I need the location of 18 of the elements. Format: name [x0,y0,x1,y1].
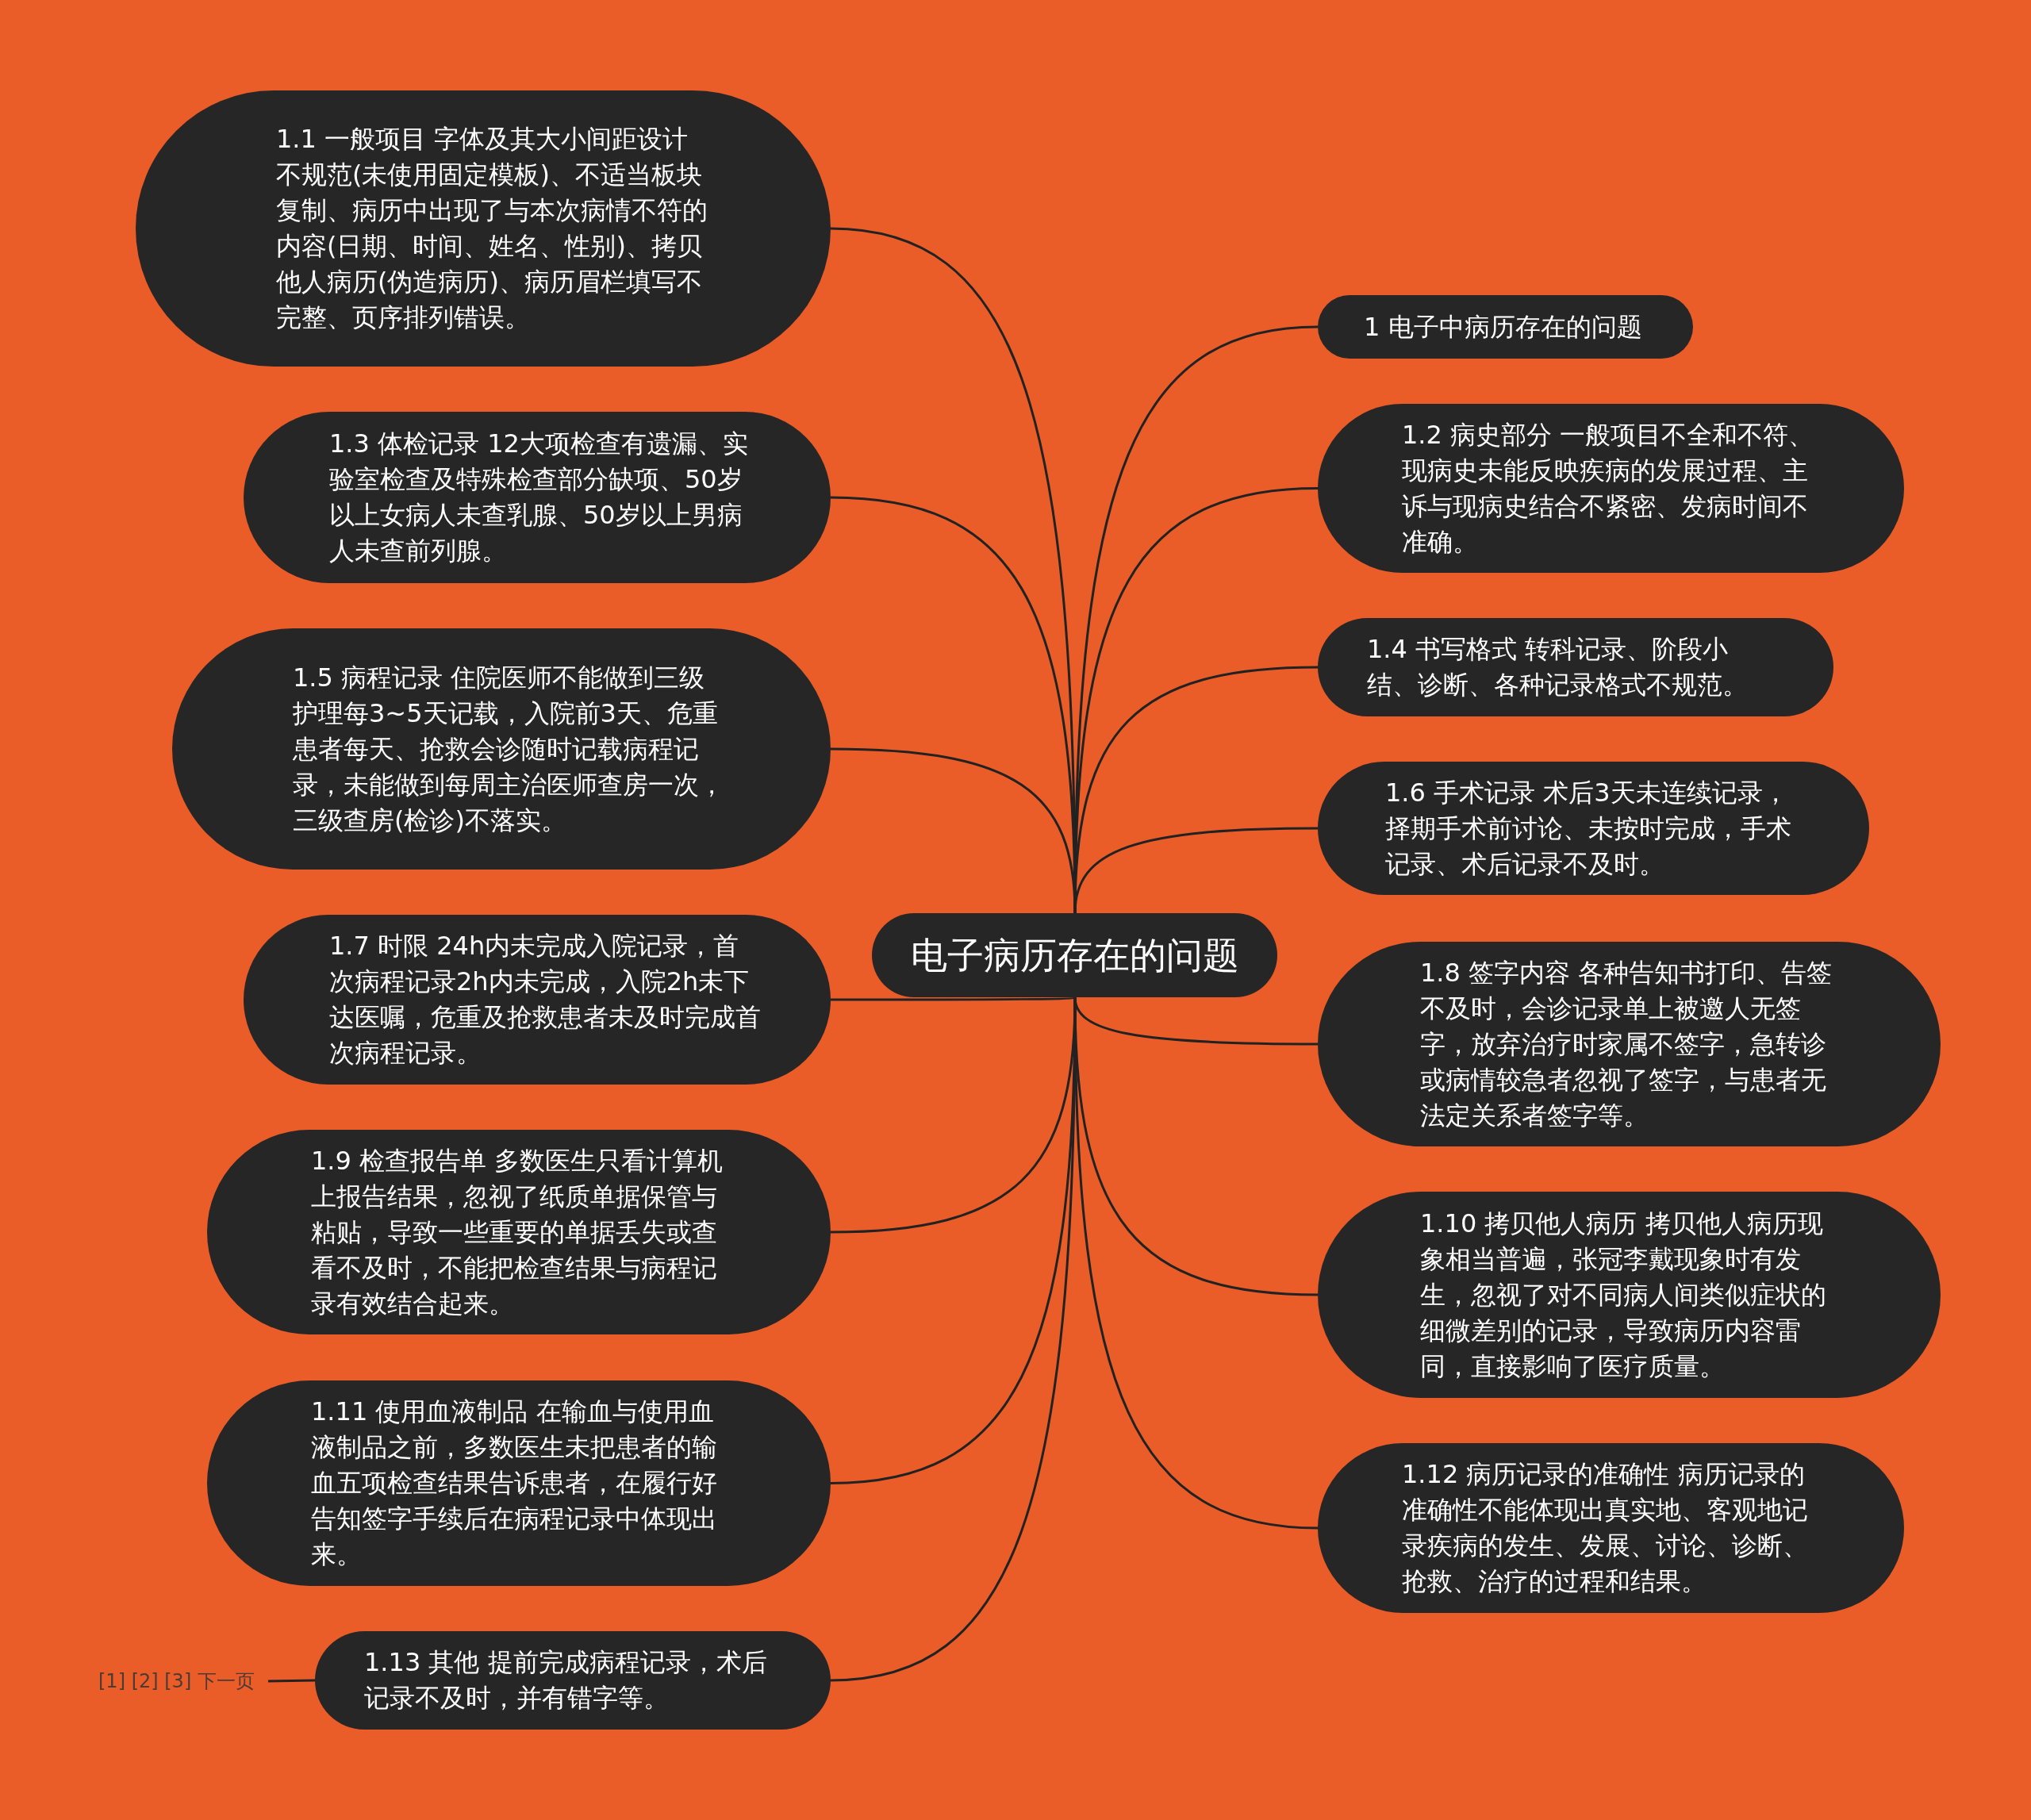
topic-text: 1.11 使用血液制品 在输血与使用血液制品之前，多数医生未把患者的输血五项检查结果告诉患者，在履行好告知签字手续后在病程记录中体现出来。 [311,1396,718,1571]
topic-text: 1.6 手术记录 术后3天未连续记录，择期手术前讨论、未按时完成，手术记录、术后记录不及时。 [1385,776,1792,881]
topic-text: 1.7 时限 24h内未完成入院记录，首次病程记录2h内未完成，入院2h未下达医嘱，危重及抢救患者未及时完成首次病程记录。 [329,930,762,1069]
topic-text: 1.13 其他 提前完成病程记录，术后记录不及时，并有错字等。 [364,1646,768,1714]
topic-text: 1.3 体检记录 12大项检查有遗漏、实验室检查及特殊检查部分缺项、50岁以上女病人未查乳腺、50岁以上男病人未查前列腺。 [329,428,749,567]
topic-text: 1.9 检查报告单 多数医生只看计算机上报告结果，忽视了纸质单据保管与粘贴，导致一些重要的单据丢失或查看不及时，不能把检查结果与病程记录有效结合起来。 [311,1144,724,1320]
topic-text: 1.2 病史部分 一般项目不全和不符、现病史未能反映疾病的发展过程、主诉与现病史结合不紧密、发病时间不准确。 [1402,418,1815,559]
topic-text: 1.4 书写格式 转科记录、阶段小结、诊断、各种记录格式不规范。 [1367,633,1749,701]
connector-line [1073,827,1318,914]
connector-line [831,996,1076,1001]
topic-text: 电子病历存在的问题 [910,933,1239,977]
topic-text: 1.1 一般项目 字体及其大小间距设计不规范(未使用固定模板)、不适当板块复制、病历中出现了与本次病情不符的内容(日期、时间、姓名、性别)、拷贝他人病历(伪造病历)、病历眉栏填写不完整、页序排列错误。 [276,123,708,334]
topic-text: 1.12 病历记录的准确性 病历记录的准确性不能体现出真实地、客观地记录疾病的发生、发展、讨论、诊断、抢救、治疗的过程和结果。 [1402,1458,1809,1598]
pagination-links: [1] [2] [3] 下一页 [98,1669,255,1693]
topic-text: 1.10 拷贝他人病历 拷贝他人病历现象相当普遍，张冠李戴现象时有发生，忽视了对不同病人间类似症状的细微差别的记录，导致病历内容雷同，直接影响了医疗质量。 [1420,1207,1827,1383]
topic-text: 1.8 签字内容 各种告知书打印、告签不及时，会诊记录单上被邀人无签字，放弃治疗时家属不签字，急转诊或病情较急者忽视了签字，与患者无法定关系者签字等。 [1420,956,1833,1132]
topic-text: 1.5 病程记录 住院医师不能做到三级护理每3~5天记载，入院前3天、危重患者每天、抢救会诊随时记载病程记录，未能做到每周主治医师查房一次，三级查房(检诊)不落实。 [293,661,725,837]
topic-text: 1 电子中病历存在的问题 [1364,310,1643,344]
